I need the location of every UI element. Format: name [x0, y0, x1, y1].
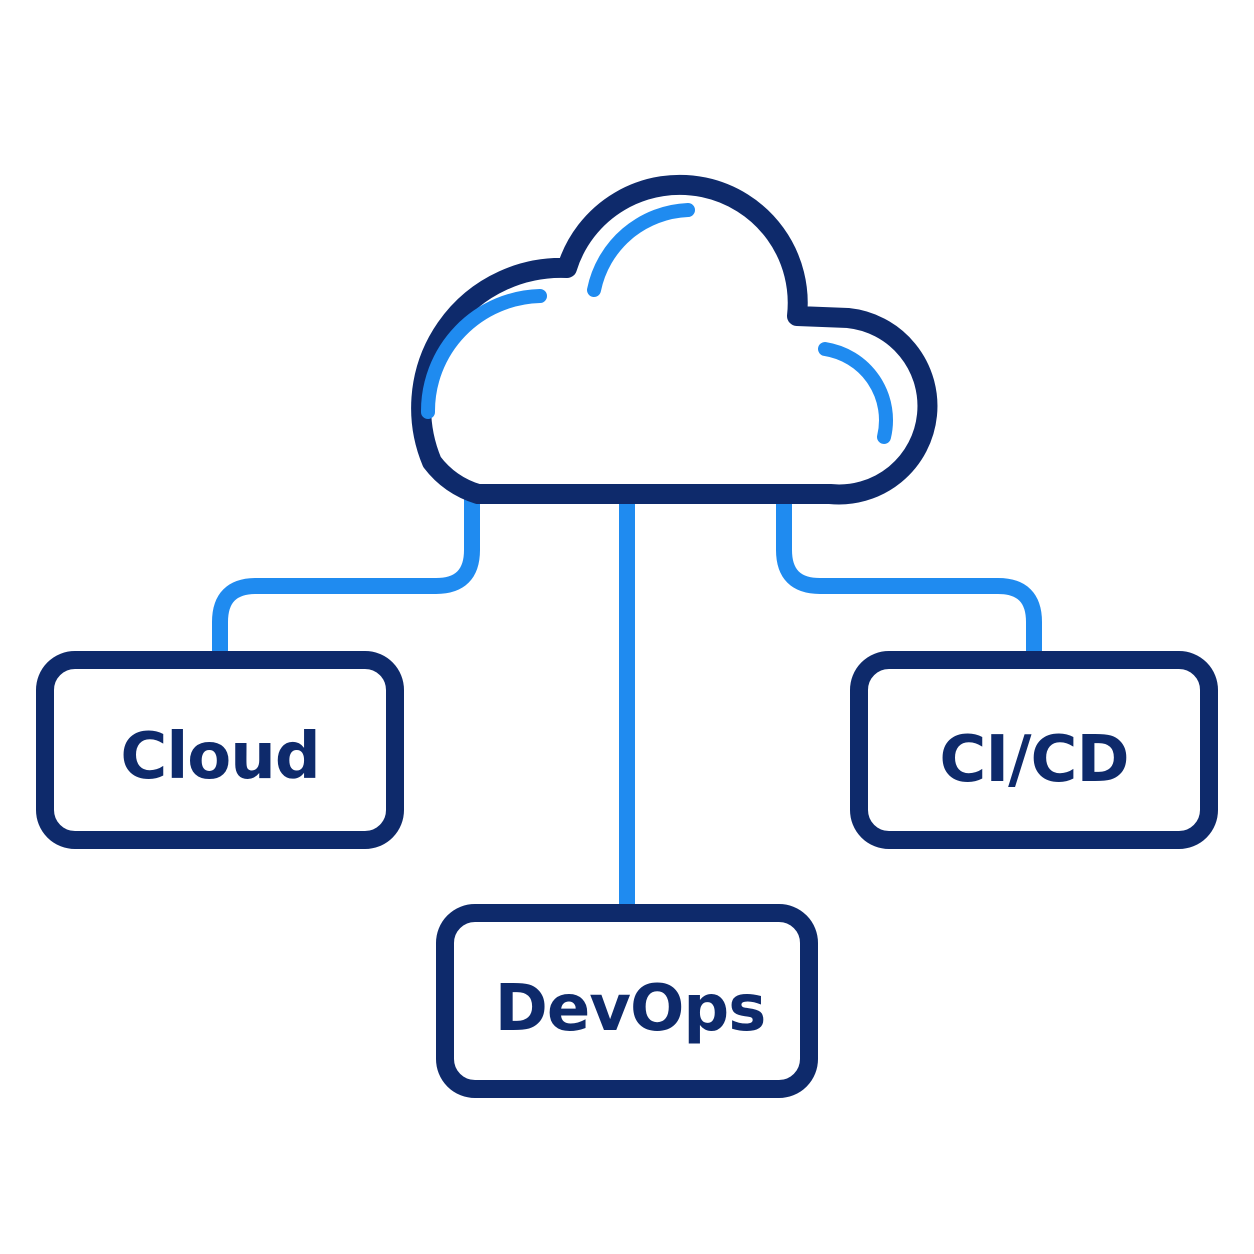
cloud-highlight-right [818, 342, 893, 444]
cloud-highlight-left [420, 289, 547, 419]
node-devops-box [436, 904, 818, 1098]
node-cloud-label: Cloud [120, 720, 319, 794]
node-cloud: Cloud [36, 651, 404, 849]
connectors [212, 496, 1042, 912]
node-devops-label: DevOps [495, 972, 766, 1046]
connector-cloud-to-cicd-box [776, 496, 1042, 660]
connector-cloud-to-cloud-box [212, 496, 480, 660]
cloud-highlight-top [587, 203, 695, 297]
node-cicd-box [850, 651, 1218, 849]
node-cicd: CI/CD [850, 651, 1218, 849]
node-cicd-label: CI/CD [939, 723, 1128, 797]
cloud-icon [411, 174, 938, 505]
node-devops: DevOps [436, 904, 818, 1098]
cloud-outline [411, 174, 938, 505]
node-cloud-box [36, 651, 404, 849]
